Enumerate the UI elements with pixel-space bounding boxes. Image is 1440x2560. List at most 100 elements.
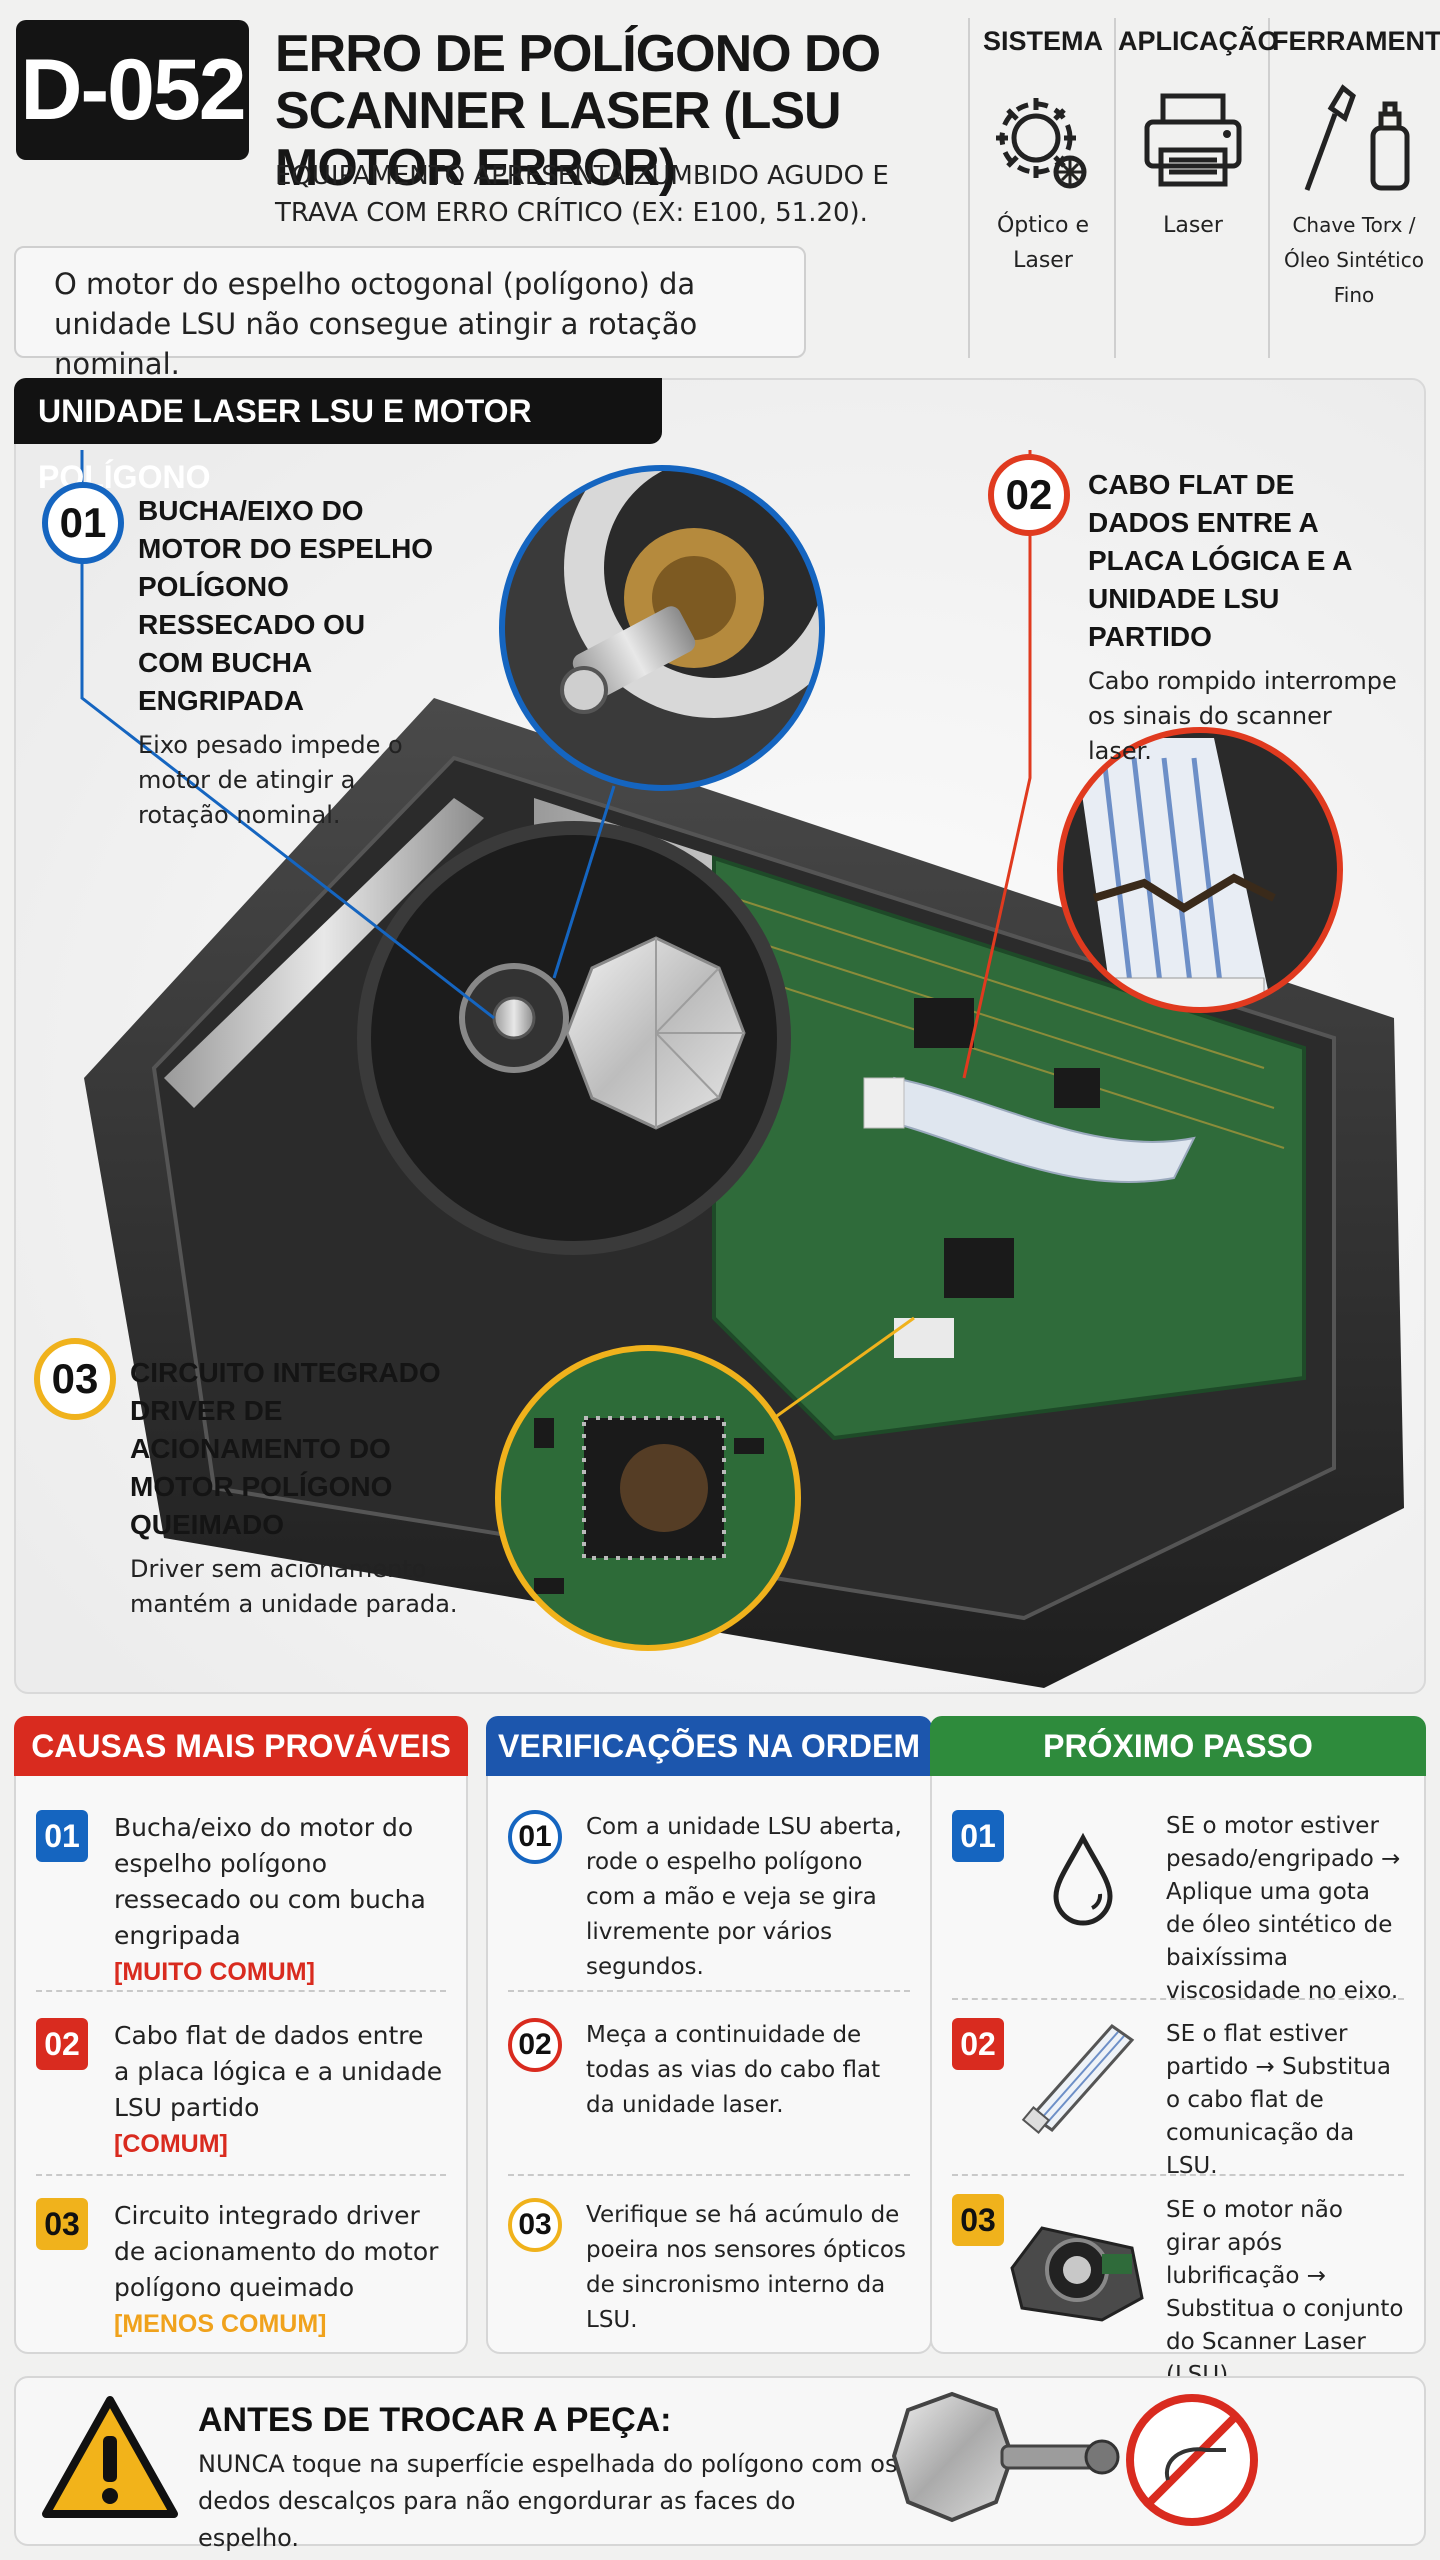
column-value: Óptico e Laser (972, 208, 1114, 278)
flat-cable (872, 1076, 1196, 1183)
card-heading: VERIFICAÇÕES NA ORDEM (486, 1716, 932, 1776)
divider (508, 2174, 910, 2176)
divider (968, 18, 970, 358)
callout-line-2 (962, 450, 1032, 1079)
column-sistema: SISTEMA Óptico e Laser (972, 18, 1114, 278)
callout-title: CIRCUITO INTEGRADO DRIVER DE ACIONAMENTO… (130, 1357, 441, 1540)
callout-line-1 (552, 785, 616, 979)
divider (1114, 18, 1116, 358)
next-step-card: PRÓXIMO PASSO 01 SE o motor estiver pesa… (930, 1716, 1426, 2388)
item-number: 01 (36, 1810, 88, 1862)
cause-text: Bucha/eixo do motor do espelho polígono … (114, 1813, 426, 1950)
card-heading: PRÓXIMO PASSO (930, 1716, 1426, 1776)
callout-title: CABO FLAT DE DADOS ENTRE A PLACA LÓGICA … (1088, 469, 1352, 652)
warning-text: NUNCA toque na superfície espelhada do p… (198, 2450, 898, 2552)
diagram-heading: UNIDADE LASER LSU E MOTOR POLÍGONO (14, 378, 662, 495)
lsu-unit-icon (1002, 2208, 1152, 2332)
next-item: 02 SE o flat estiver partido → Substitua… (952, 2018, 1404, 2179)
callout-3: CIRCUITO INTEGRADO DRIVER DE ACIONAMENTO… (130, 1354, 470, 1622)
item-number: 01 (508, 1810, 562, 1864)
cause-text: Circuito integrado driver de acionamento… (114, 2201, 439, 2302)
callout-text: Driver sem acionamento mantém a unidade … (130, 1555, 458, 1618)
item-number: 03 (36, 2198, 88, 2250)
polygon-handling-illustration (891, 2380, 1262, 2544)
cause-item: 03 Circuito integrado driver de acioname… (36, 2198, 446, 2338)
item-text: Cabo flat de dados entre a placa lógica … (114, 2018, 446, 2162)
column-heading: FERRAMENTA (1272, 26, 1440, 56)
cause-item: 01 Bucha/eixo do motor do espelho polígo… (36, 1810, 446, 1986)
callout-text: Eixo pesado impede o motor de atingir a … (138, 731, 403, 829)
divider (508, 1990, 910, 1992)
column-heading: APLICAÇÃO (1118, 26, 1279, 56)
divider (1268, 18, 1270, 358)
error-code: D-052 (16, 20, 249, 160)
callout-line-3 (773, 1316, 915, 1420)
column-value-line: Laser (1163, 213, 1223, 238)
warning-triangle-icon (40, 2392, 180, 2526)
callout-1: BUCHA/EIXO DO MOTOR DO ESPELHO POLÍGONO … (138, 492, 438, 833)
zoom-bearing (499, 465, 825, 791)
chip (914, 998, 974, 1048)
card-heading: CAUSAS MAIS PROVÁVEIS (14, 1716, 468, 1776)
next-item: 01 SE o motor estiver pesado/engripado →… (952, 1810, 1404, 2004)
column-value-line: Óleo Sintético Fino (1284, 248, 1424, 307)
item-text: SE o motor não girar após lubrificação →… (1166, 2197, 1404, 2388)
item-text: Com a unidade LSU aberta, rode o espelho… (586, 1814, 902, 1980)
chip (1054, 1068, 1100, 1108)
lsu-illustration (80, 450, 1404, 1688)
item-text: SE o flat estiver partido → Substitua o … (1166, 2021, 1391, 2179)
item-number: 03 (952, 2194, 1004, 2246)
screwdriver-oil-icon (1272, 80, 1436, 202)
chip (944, 1238, 1014, 1298)
divider (36, 2174, 446, 2176)
callout-title: BUCHA/EIXO DO MOTOR DO ESPELHO POLÍGONO … (138, 495, 434, 716)
item-text: SE o motor estiver pesado/engripado → Ap… (1166, 1813, 1401, 2004)
causes-card: CAUSAS MAIS PROVÁVEIS 01 Bucha/eixo do m… (14, 1716, 468, 2354)
connector (894, 1318, 954, 1358)
zoom-flat-cable (1057, 727, 1343, 1013)
callout-badge-2: 02 (988, 454, 1070, 536)
column-value: Laser (1118, 208, 1268, 243)
flat-cable-icon (1012, 2018, 1152, 2142)
item-text: Bucha/eixo do motor do espelho polígono … (114, 1810, 446, 1990)
cause-text: Cabo flat de dados entre a placa lógica … (114, 2021, 443, 2122)
motor-shaft (492, 996, 536, 1040)
next-item: 03 SE o motor não girar após lubrificaçã… (952, 2194, 1404, 2388)
description-text: O motor do espelho octogonal (polígono) … (54, 267, 698, 381)
item-text: Meça a continuidade de todas as vias do … (586, 2022, 881, 2118)
item-text: Circuito integrado driver de acionamento… (114, 2198, 446, 2342)
item-text: Verifique se há acúmulo de poeira nos se… (586, 2202, 906, 2333)
callout-2: CABO FLAT DE DADOS ENTRE A PLACA LÓGICA … (1088, 466, 1398, 769)
column-ferramenta: FERRAMENTA Chave Torx / Óleo Sintético F… (1272, 18, 1440, 313)
callout-badge-3: 03 (34, 1338, 116, 1420)
cause-item: 02 Cabo flat de dados entre a placa lógi… (36, 2018, 446, 2168)
zoom-driver-chip (495, 1345, 801, 1651)
flat-connector (863, 1077, 905, 1129)
check-item: 02 Meça a continuidade de todas as vias … (508, 2018, 910, 2158)
guide-rail (164, 798, 484, 1108)
column-value-line: Chave Torx / (1292, 213, 1416, 237)
divider (36, 1990, 446, 1992)
item-number: 03 (508, 2198, 562, 2252)
column-heading: SISTEMA (982, 26, 1103, 56)
warning-heading: ANTES DE TROCAR A PEÇA: (198, 2401, 672, 2439)
frequency-tag: [COMUM] (114, 2130, 228, 2158)
item-number: 02 (952, 2018, 1004, 2070)
oil-drop-icon (1038, 1830, 1128, 1934)
checks-card: VERIFICAÇÕES NA ORDEM 01 Com a unidade L… (486, 1716, 932, 2354)
column-aplicacao: APLICAÇÃO Laser (1118, 18, 1279, 243)
item-number: 01 (952, 1810, 1004, 1862)
description-box: O motor do espelho octogonal (polígono) … (14, 246, 806, 381)
item-number: 02 (36, 2018, 88, 2070)
check-item: 01 Com a unidade LSU aberta, rode o espe… (508, 1810, 910, 1980)
printer-icon (1118, 80, 1268, 202)
frequency-tag: [MENOS COMUM] (114, 2310, 327, 2338)
column-value: Chave Torx / Óleo Sintético Fino (1272, 208, 1436, 313)
page-subtitle: EQUIPAMENTO APRESENTA ZUMBIDO AGUDO E TR… (275, 161, 889, 228)
divider (952, 2174, 1404, 2176)
callout-badge-1: 01 (42, 482, 124, 564)
column-value-line: Óptico e (996, 213, 1090, 238)
frequency-tag: [MUITO COMUM] (114, 1958, 315, 1986)
gear-laser-icon (972, 80, 1114, 202)
item-number: 02 (508, 2018, 562, 2072)
